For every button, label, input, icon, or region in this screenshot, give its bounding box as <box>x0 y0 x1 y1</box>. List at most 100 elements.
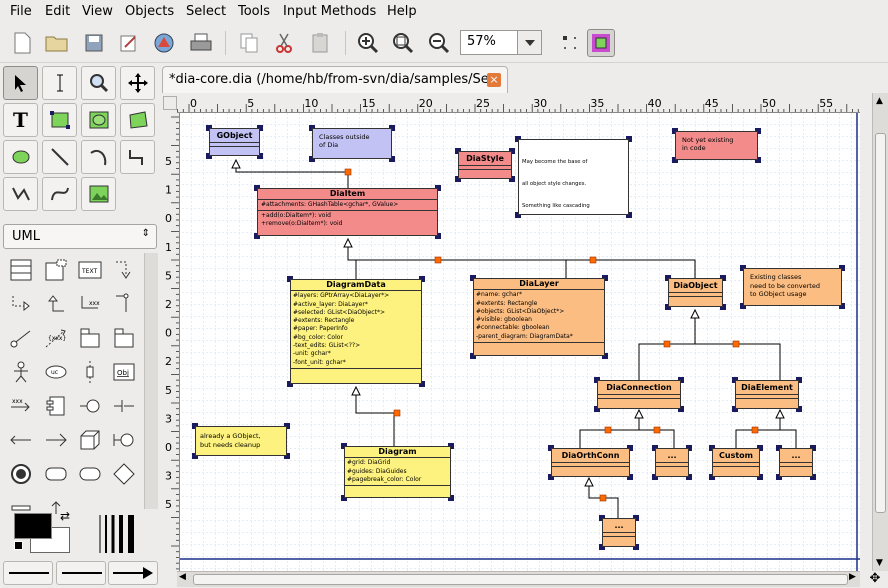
uml-message-arrow-icon[interactable]: xxx <box>5 390 37 422</box>
image-tool-icon[interactable] <box>81 177 116 211</box>
snap-to-grid-icon[interactable] <box>556 29 584 57</box>
start-arrow-selector[interactable] <box>3 561 53 585</box>
zoom-dropdown-icon[interactable] <box>518 30 542 55</box>
uml-class-placeholder[interactable]: ... <box>779 448 813 477</box>
navigation-cross-icon[interactable]: ✥ <box>869 571 881 586</box>
uml-class-diagramdata[interactable]: DiagramData #layers: GPtrArray<DiaLayer*… <box>290 279 422 384</box>
uml-class-diaorthconn[interactable]: DiaOrthConn <box>551 448 630 477</box>
uml-class-placeholder[interactable]: ... <box>602 518 636 547</box>
polygon-tool-icon[interactable] <box>120 103 155 137</box>
uml-class-diagram[interactable]: Diagram #grid: DiaGrid #guides: DiaGuide… <box>344 446 451 498</box>
uml-boundary-icon[interactable] <box>108 390 140 422</box>
note-style-cascading[interactable]: May become the base of all object style … <box>518 139 629 215</box>
arc-tool-icon[interactable] <box>81 140 116 174</box>
zoom-fit-icon[interactable] <box>389 29 417 57</box>
zoom-input[interactable]: 57% <box>460 30 518 55</box>
uml-control-icon[interactable] <box>5 424 37 456</box>
uml-class-gobject[interactable]: GObject <box>209 128 260 156</box>
uml-activity-icon[interactable] <box>74 458 106 490</box>
note-already-gobject[interactable]: already a GObject, but needs cleanup <box>195 426 287 456</box>
beziergon-tool-icon[interactable] <box>3 140 38 174</box>
print-icon[interactable] <box>187 29 215 57</box>
uml-class-dialayer[interactable]: DiaLayer #name: gchar* #extents: Rectang… <box>473 278 605 356</box>
uml-class-diastyle[interactable]: DiaStyle <box>458 151 512 179</box>
menu-tools[interactable]: Tools <box>238 4 271 19</box>
line-tool-icon[interactable] <box>42 140 77 174</box>
box-tool-icon[interactable] <box>42 103 77 137</box>
vertical-scrollbar[interactable]: ▲ ▼ <box>872 93 888 571</box>
pointer-tool-icon[interactable] <box>3 66 38 100</box>
menu-select[interactable]: Select <box>186 4 227 19</box>
uml-class-diaobject[interactable]: DiaObject <box>668 278 723 307</box>
uml-node-icon[interactable] <box>74 424 106 456</box>
scroll-left-icon[interactable]: ◀ <box>179 572 186 582</box>
uml-component-icon[interactable] <box>40 390 72 422</box>
reset-colors-icon[interactable] <box>14 541 23 550</box>
cut-icon[interactable] <box>270 29 298 57</box>
note-not-yet-existing[interactable]: Not yet existing in code <box>675 131 758 160</box>
uml-state-icon[interactable] <box>40 458 72 490</box>
uml-object-icon[interactable]: Obj <box>108 356 140 388</box>
document-tab[interactable]: *dia-core.dia (/home/hb/from-svn/dia/sam… <box>162 66 508 93</box>
new-icon[interactable] <box>8 29 36 57</box>
swap-colors-icon[interactable]: ⇄ <box>60 509 71 523</box>
uml-class-diaconnection[interactable]: DiaConnection <box>597 380 681 409</box>
line-width-selector[interactable] <box>96 513 142 555</box>
text-tool-icon[interactable]: T <box>3 103 38 137</box>
menu-file[interactable]: File <box>10 4 32 19</box>
menu-objects[interactable]: Objects <box>125 4 175 19</box>
horizontal-scrollbar-thumb[interactable] <box>193 574 848 585</box>
uml-realizes-icon[interactable] <box>5 288 37 320</box>
menu-input-methods[interactable]: Input Methods <box>283 4 377 19</box>
note-classes-outside[interactable]: Classes outside of Dia <box>312 128 392 159</box>
scroll-down-icon[interactable]: ▼ <box>876 558 883 568</box>
uml-entity-icon[interactable] <box>40 424 72 456</box>
menu-help[interactable]: Help <box>387 4 417 19</box>
diagram-canvas[interactable]: GObject Classes outside of Dia DiaStyle … <box>180 113 860 571</box>
menu-edit[interactable]: Edit <box>45 4 71 19</box>
uml-class-icon[interactable] <box>5 254 37 286</box>
magnify-tool-icon[interactable] <box>81 66 116 100</box>
zoom-out-icon[interactable] <box>425 29 453 57</box>
uml-largepackage-icon[interactable] <box>108 322 140 354</box>
scroll-tool-icon[interactable] <box>120 66 155 100</box>
zoom-in-icon[interactable] <box>354 29 382 57</box>
close-tab-icon[interactable]: × <box>487 73 501 87</box>
end-arrow-selector[interactable] <box>108 561 158 585</box>
uml-constraint-icon[interactable] <box>5 322 37 354</box>
paste-icon[interactable] <box>306 29 334 57</box>
copy-icon[interactable] <box>235 29 263 57</box>
zigzag-tool-icon[interactable] <box>120 140 155 174</box>
uml-transition-icon[interactable] <box>40 492 72 524</box>
polyline-tool-icon[interactable] <box>3 177 38 211</box>
uml-class-placeholder[interactable]: ... <box>655 448 689 477</box>
uml-implements-icon[interactable] <box>108 288 140 320</box>
uml-dependency-icon[interactable] <box>108 254 140 286</box>
menu-view[interactable]: View <box>82 4 113 19</box>
snap-to-objects-icon[interactable] <box>587 29 615 57</box>
properties-icon[interactable] <box>115 29 143 57</box>
uml-actor-icon[interactable] <box>5 356 37 388</box>
uml-branch-icon[interactable] <box>108 458 140 490</box>
scroll-up-icon[interactable]: ▲ <box>876 96 883 106</box>
uml-generalization-icon[interactable] <box>40 288 72 320</box>
uml-final-state-icon[interactable] <box>5 458 37 490</box>
line-style-selector[interactable] <box>56 561 106 585</box>
sheet-scrollbar[interactable] <box>144 253 158 509</box>
uml-usecase-icon[interactable]: uc <box>40 356 72 388</box>
color-selector[interactable]: ⇄ <box>8 509 78 557</box>
uml-class-diaitem[interactable]: DiaItem #attachments: GHashTable<gchar*,… <box>257 188 438 236</box>
ellipse-tool-icon[interactable] <box>81 103 116 137</box>
export-icon[interactable] <box>150 29 178 57</box>
open-icon[interactable] <box>43 29 71 57</box>
scroll-right-icon[interactable]: ▶ <box>849 572 856 582</box>
uml-smallpackage-icon[interactable] <box>74 322 106 354</box>
uml-template-class-icon[interactable] <box>40 254 72 286</box>
uml-interface-icon[interactable] <box>108 424 140 456</box>
save-icon[interactable] <box>80 29 108 57</box>
text-edit-tool-icon[interactable] <box>42 66 77 100</box>
uml-class-diaelement[interactable]: DiaElement <box>735 380 799 409</box>
uml-class-custom[interactable]: Custom <box>712 448 760 477</box>
note-existing-classes[interactable]: Existing classes need to be converted to… <box>743 268 842 306</box>
uml-classicon-icon[interactable] <box>74 390 106 422</box>
